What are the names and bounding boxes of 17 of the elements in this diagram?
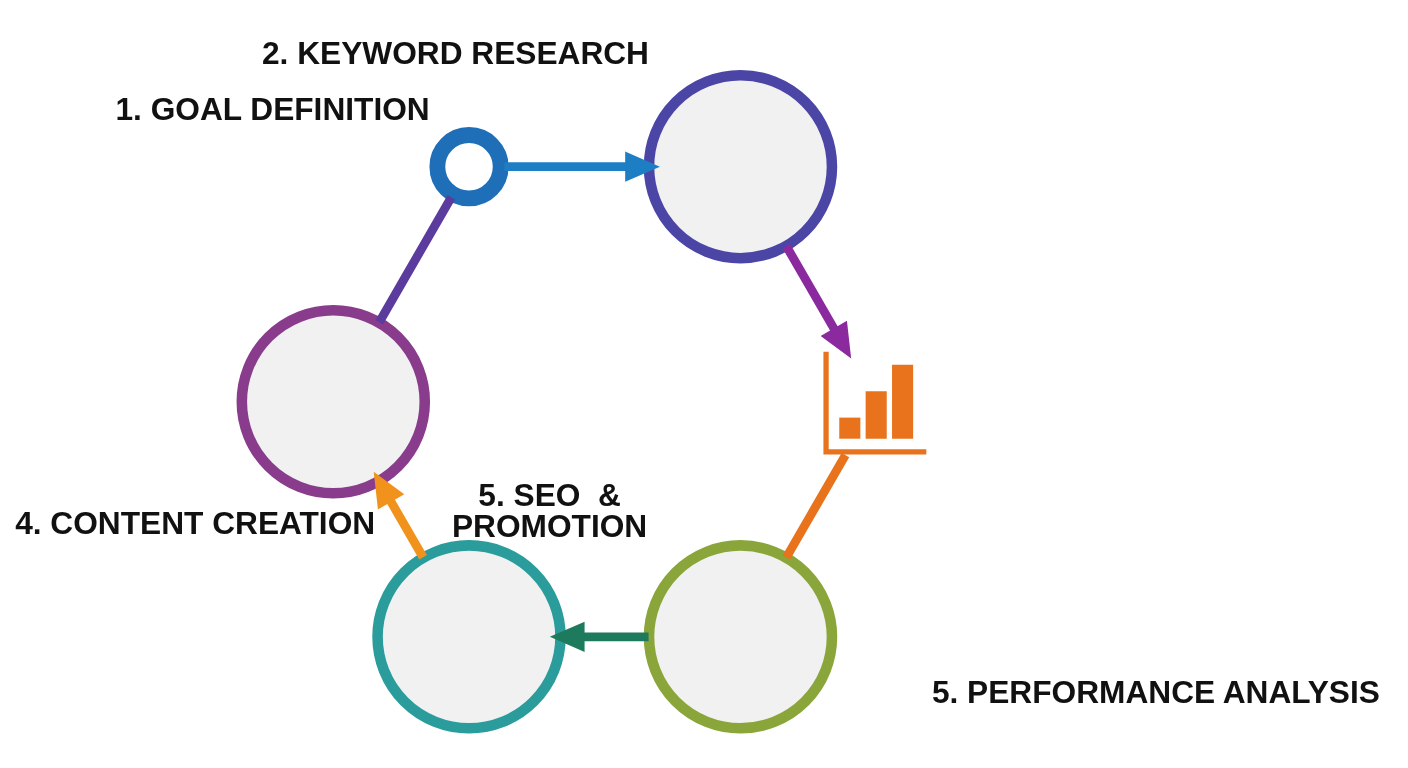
connector — [782, 452, 850, 560]
node-circle — [643, 69, 838, 263]
arrow — [549, 621, 649, 652]
node-circle — [643, 539, 838, 734]
node-circle — [372, 539, 566, 734]
node-label: 2. KEYWORD RESEARCH — [262, 34, 649, 71]
node-picture — [429, 126, 509, 206]
node-label: 5. SEO & PROMOTION — [451, 476, 648, 544]
arrow — [504, 151, 660, 182]
node-picture — [823, 351, 927, 455]
label: 5. PERFORMANCE ANALYSIS — [931, 673, 1380, 710]
node-label: 4. CONTENT CREATION — [15, 504, 376, 541]
node-label: 1. GOAL DEFINITION — [115, 90, 430, 127]
arrow — [782, 243, 852, 358]
node-circle — [236, 304, 431, 499]
arrow — [373, 471, 427, 559]
connector — [375, 194, 456, 324]
